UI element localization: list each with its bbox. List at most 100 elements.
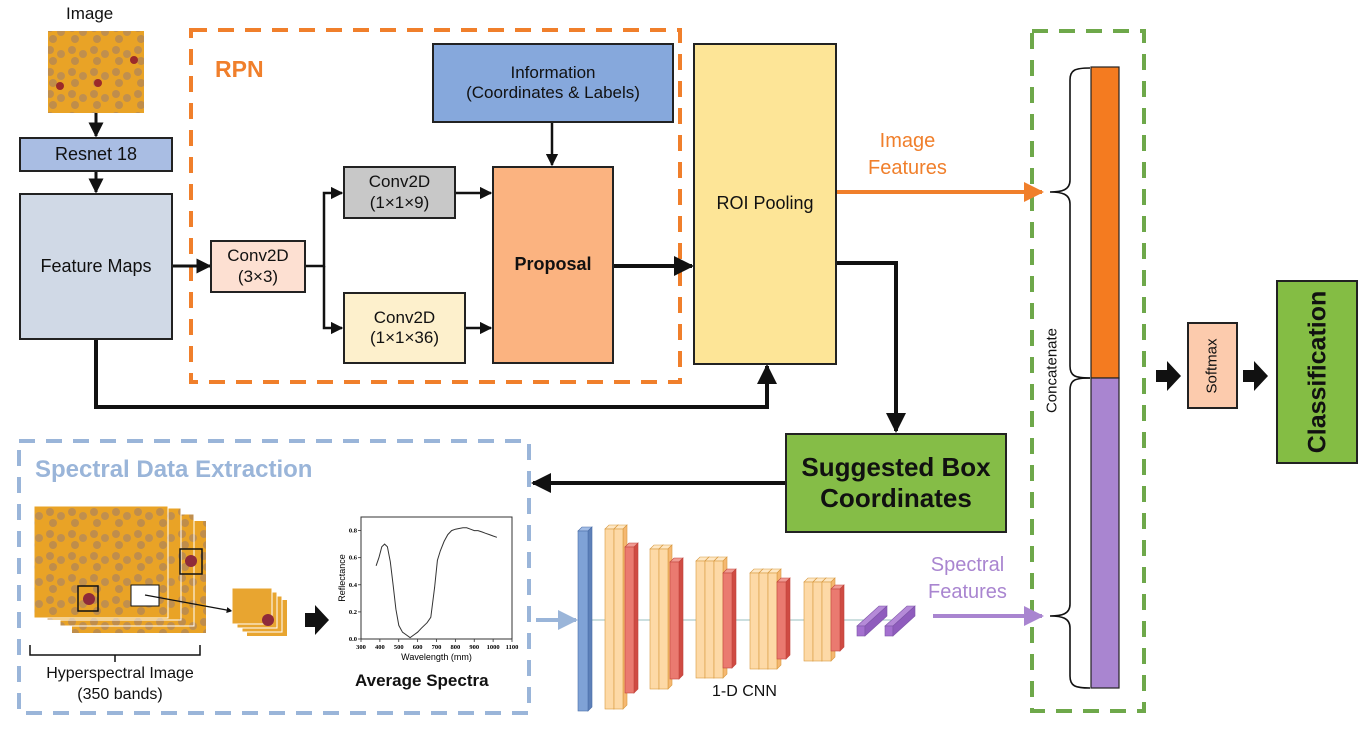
image-features-line1: Image [879,130,936,152]
y-tick-label: 0.0 [349,636,357,643]
rpn-group-border [189,28,682,384]
detected-box-2 [179,548,203,575]
brace-image-features [1049,67,1091,379]
x-axis-label: Wavelength (mm) [401,652,472,662]
concatenate-label: Concatenate [1043,327,1061,414]
cnn-conv-layer [803,581,814,662]
hyperspectral-line2: (350 bands) [77,685,163,703]
arrow-conv3x3-split [306,186,344,268]
arrow-roi-to-suggested-box [837,261,906,433]
resnet-18-label: Resnet 18 [54,143,138,164]
rpn-title: RPN [215,56,264,82]
cnn-pool-layer-side [678,557,684,680]
cnn-pool-layer [830,588,841,652]
hyperspectral-image-stack [33,505,206,633]
cnn-label: 1-D CNN [712,683,777,700]
cnn-conv-layer [749,572,760,670]
resnet-18-box: Resnet 18 [19,137,173,172]
y-tick-label: 0.8 [349,528,358,535]
brace-spectral-features [1049,377,1091,689]
cnn-conv-layer [649,548,660,690]
proposal-label: Proposal [514,254,592,275]
input-image [48,31,144,113]
y-tick-label: 0.2 [349,609,357,616]
suggested-box-coordinates: Suggested Box Coordinates [785,433,1007,533]
information-box: Information (Coordinates & Labels) [432,43,674,123]
conv2d-3x3-box: Conv2D (3×3) [210,240,306,293]
softmax-box: Softmax [1187,322,1238,409]
infected-cell-marker [83,593,95,605]
roi-pooling-label: ROI Pooling [716,193,814,214]
infected-cell-marker [185,555,197,567]
infected-cell-marker [94,79,102,87]
spectral-group-border [17,439,531,715]
cnn-conv-layer [758,572,769,670]
cnn-dense-side [892,605,916,637]
cnn-input-layer-side [587,526,593,712]
cnn-conv-layer [767,572,778,670]
classification-box: Classification [1276,280,1358,464]
softmax-label: Softmax [1203,337,1221,394]
conv2d-1x1x9-line1: Conv2D [368,172,431,192]
infected-cell-marker [130,56,138,64]
x-tick-label: 1100 [506,644,519,651]
conv2d-1x1x36-line1: Conv2D [373,307,436,327]
image-features-line2: Features [868,157,947,179]
conv2d-3x3-line1: Conv2D [227,246,289,266]
detected-box-1 [77,585,99,612]
one-d-cnn [577,524,916,712]
cnn-dense-layer [884,625,894,637]
hyperspectral-line1: Hyperspectral Image [46,665,194,682]
cnn-conv-layer [713,560,724,679]
cnn-pool-layer-side [839,584,845,652]
feature-maps-box: Feature Maps [19,193,173,340]
cnn-conv-layer [821,581,832,662]
cnn-pool-layer [776,581,787,660]
x-tick-label: 700 [432,644,442,651]
conv2d-3x3-line2: (3×3) [237,266,279,286]
x-tick-label: 900 [469,644,479,651]
cnn-pool-layer-side [633,542,639,694]
cnn-conv-layer [658,548,669,690]
cnn-pool-layer-side [731,568,737,669]
classification-label: Classification [1303,290,1331,454]
image-feature-bar [1090,66,1120,379]
concat-group-border [1030,29,1146,713]
cnn-pool-layer-side [785,577,791,660]
arrow-patch-to-spectra [305,605,329,635]
x-tick-label: 1000 [487,644,500,651]
suggested-box-line2: Coordinates [820,483,972,513]
cnn-dense-layer [856,625,866,637]
patch-stack [231,587,287,636]
arrow-concat-to-softmax [1156,361,1181,391]
conv2d-1x1x9-line2: (1×1×9) [369,192,430,212]
spectral-feature-bar [1090,377,1120,689]
arrow-region-to-patch [144,594,233,613]
x-tick-label: 800 [451,644,461,651]
y-axis-label: Reflectance [337,554,347,602]
cnn-conv-layer [812,581,823,662]
chart-frame [360,516,513,640]
hyperspectral-brace [29,645,201,662]
x-tick-label: 400 [375,644,385,651]
cnn-conv-layer [695,560,706,679]
hyperspectral-caption: Hyperspectral Image (350 bands) [30,664,210,706]
cnn-pool-layer [722,572,733,669]
x-tick-label: 500 [394,644,404,651]
x-tick-label: 600 [413,644,423,651]
cnn-dense-side [864,605,888,637]
cnn-pool-layer [624,546,635,694]
arrow-conv3x3-to-conv1136 [322,266,344,335]
y-tick-label: 0.6 [349,555,358,562]
image-label: Image [66,4,114,23]
conv2d-1x1x9-box: Conv2D (1×1×9) [343,166,456,219]
arrow-feature-maps-to-roi [94,339,777,409]
suggested-box-line1: Suggested Box [801,451,991,482]
spectral-features-label: Spectral Features [928,552,1007,606]
roi-pooling-box: ROI Pooling [693,43,837,365]
cnn-input-layer [577,530,589,712]
proposal-box: Proposal [492,166,614,364]
infected-cell-marker [56,82,64,90]
